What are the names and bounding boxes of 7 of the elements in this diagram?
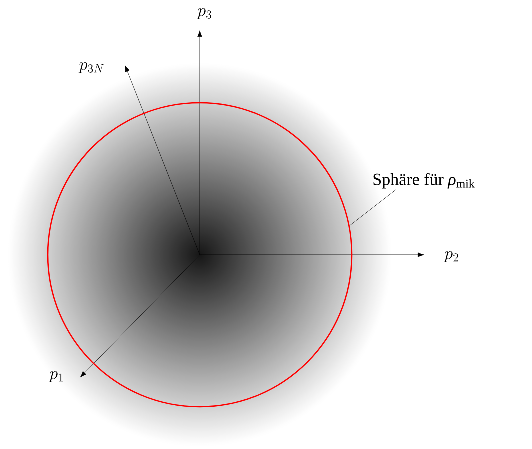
axis-label: $p_3$ [197, 8, 212, 20]
leader-line [350, 190, 396, 226]
axis-label: $p_{3N}$ [78, 62, 104, 74]
axis-label: $p_2$ [444, 251, 458, 262]
sphere-circle [47, 102, 353, 408]
axis-label: $p_1$ [49, 371, 63, 382]
sphere-label: Sphäre für ρ$_{mik}$ [374, 173, 475, 189]
